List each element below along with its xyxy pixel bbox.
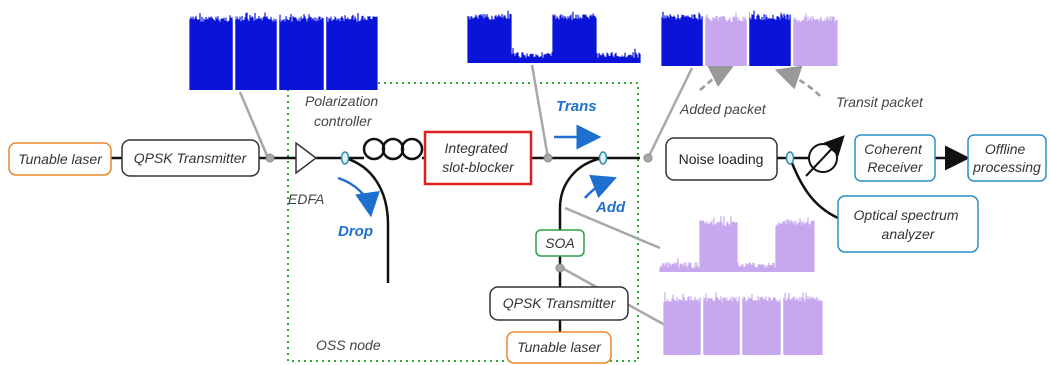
offline-processing-line-2: processing: [972, 159, 1041, 175]
edfa-triangle-icon: [295, 141, 318, 175]
tunable-laser-label: Tunable laser: [18, 151, 103, 167]
polarization-line-2: controller: [314, 113, 373, 129]
coherent-receiver-label: Coherent Receiver: [864, 141, 925, 175]
waveform-trace: [596, 48, 641, 63]
added-packet-label: Added packet: [679, 101, 767, 117]
qpsk-transmitter-2-label: QPSK Transmitter: [503, 295, 617, 311]
edfa-label: EDFA: [288, 191, 324, 207]
slot-blocker-line-1: Integrated: [445, 140, 509, 156]
polarization-controller-label: Polarization controller: [305, 93, 382, 129]
polarization-line-1: Polarization: [305, 93, 378, 109]
add-arrow-icon: [584, 174, 617, 199]
waveform-trace: [189, 12, 378, 90]
waveform-inset-combined: [661, 8, 838, 66]
soa-box: [535, 229, 585, 257]
waveform-trace: [511, 48, 553, 63]
waveform-trace: [552, 11, 597, 63]
waveform-trace: [699, 216, 738, 272]
waveform-trace: [775, 217, 815, 272]
osa-box: [837, 195, 979, 253]
soa-label: SOA: [545, 235, 575, 251]
transit-packet-label: Transit packet: [836, 94, 924, 110]
coherent-receiver-line-2: Receiver: [867, 159, 924, 175]
add-coupler-icon: [598, 151, 608, 165]
drop-coupler-icon: [340, 151, 350, 165]
transit-packet-arrow-icon: [774, 65, 821, 97]
drop-label: Drop: [338, 223, 373, 240]
waveform-trace: [792, 13, 838, 66]
qpsk-transmitter-2-box: [489, 286, 629, 321]
waveform-trace: [661, 11, 705, 66]
waveform-trace: [663, 292, 823, 355]
osa-label: Optical spectrum analyzer: [854, 207, 963, 242]
offline-processing-line-1: Offline: [985, 141, 1026, 157]
drop-arrow-icon: [337, 176, 380, 218]
variable-attenuator-icon: [805, 135, 845, 177]
qpsk-transmitter-box: [121, 139, 260, 177]
coherent-receiver-box: [854, 134, 936, 182]
slot-blocker-label: Integrated slot-blocker: [442, 140, 515, 175]
waveform-trace: [704, 12, 749, 66]
waveform-trace: [467, 10, 512, 63]
tunable-laser-box: [8, 142, 112, 176]
osa-coupler-icon: [785, 151, 795, 165]
waveform-inset-transmitter: [189, 10, 378, 90]
qpsk-transmitter-label: QPSK Transmitter: [134, 150, 248, 166]
offline-processing-label: Offline processing: [972, 141, 1041, 175]
noise-loading-label: Noise loading: [679, 151, 764, 167]
osa-line-1: Optical spectrum: [854, 207, 959, 223]
osa-line-2: analyzer: [882, 226, 936, 242]
added-packet-arrow-icon: [699, 64, 735, 91]
waveform-trace: [737, 262, 776, 272]
tunable-laser-2-label: Tunable laser: [517, 339, 602, 355]
slot-blocker-line-2: slot-blocker: [442, 159, 515, 175]
noise-loading-box: [665, 137, 778, 181]
waveform-inset-blocked: [467, 10, 641, 63]
trans-label: Trans: [556, 98, 597, 115]
add-label: Add: [595, 199, 626, 216]
waveform-trace: [748, 10, 793, 66]
oss-node-boundary: [287, 82, 639, 362]
waveform-inset-added-gated: [659, 216, 815, 272]
slot-blocker-box: [423, 130, 533, 186]
offline-processing-box: [967, 134, 1047, 182]
polarization-loops-icon: [362, 137, 424, 161]
waveform-trace: [659, 258, 700, 272]
waveform-inset-added-continuous: [663, 290, 823, 355]
tunable-laser-2-box: [506, 331, 612, 364]
coherent-receiver-line-1: Coherent: [864, 141, 923, 157]
oss-node-label: OSS node: [316, 337, 381, 353]
